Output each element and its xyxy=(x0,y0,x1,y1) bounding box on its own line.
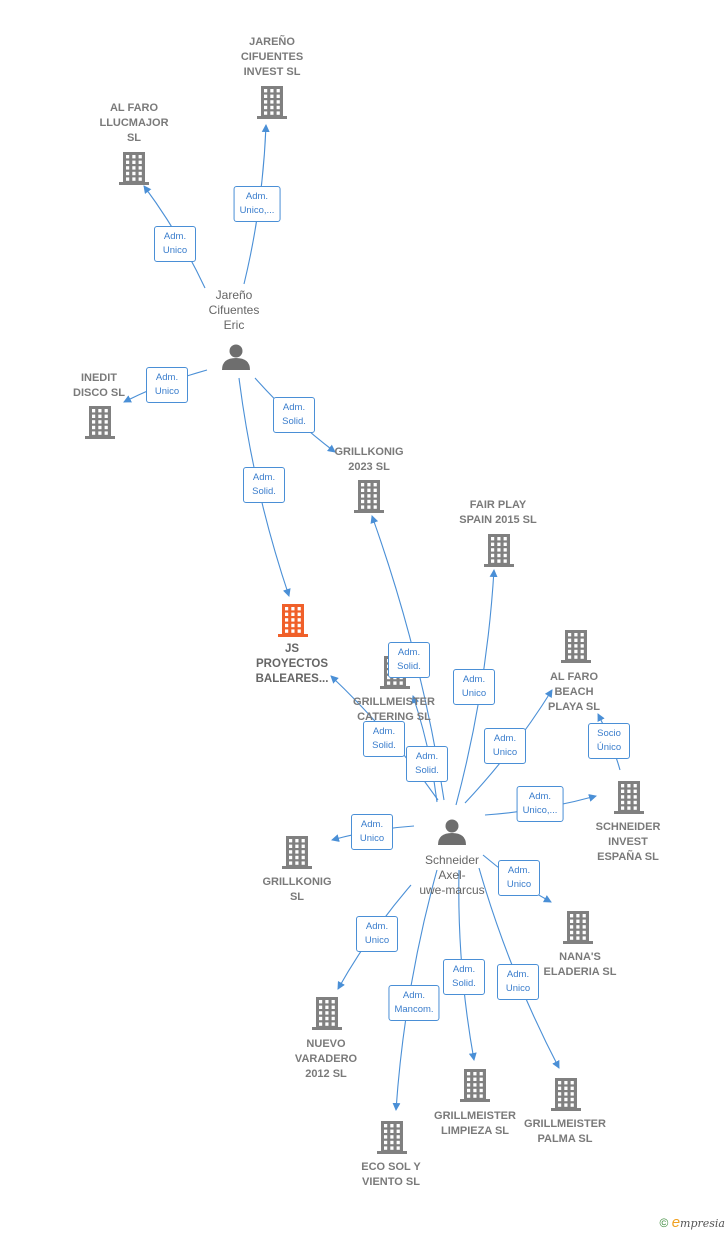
edge-label-schneider_axel-to-schneider_invest[interactable]: Adm. Unico,... xyxy=(516,786,564,822)
building-icon-grillkonig2023[interactable] xyxy=(354,480,384,513)
edge-label-schneider_axel-to-nuevo_varadero[interactable]: Adm. Unico xyxy=(356,916,398,952)
edge-label-jareno_eric-to-inedit[interactable]: Adm. Unico xyxy=(146,367,188,403)
building-icon-jareno_invest[interactable] xyxy=(257,86,287,119)
edge-label-schneider_axel-to-grill_catering[interactable]: Adm. Solid. xyxy=(406,746,448,782)
footer-brand: © empresia xyxy=(660,1214,726,1231)
node-label-nuevo_varadero[interactable]: NUEVO VARADERO 2012 SL xyxy=(294,1038,358,1080)
edge-label-schneider_axel-to-fairplay[interactable]: Adm. Unico xyxy=(453,669,495,705)
node-label-inedit[interactable]: INEDIT DISCO SL xyxy=(73,372,125,399)
building-icon-ecosol[interactable] xyxy=(377,1121,407,1154)
edge-label-schneider_axel-to-js_proyectos[interactable]: Adm. Solid. xyxy=(363,721,405,757)
brand-name: mpresia xyxy=(680,1217,725,1230)
building-icon-nuevo_varadero[interactable] xyxy=(312,997,342,1030)
edge-label-jareno_eric-to-alfaro_llucmajor[interactable]: Adm. Unico xyxy=(154,226,196,262)
edge-label-schneider_axel-to-grillkonig[interactable]: Adm. Unico xyxy=(351,814,393,850)
node-label-schneider_axel[interactable]: Schneider Axel- uwe-marcus xyxy=(419,853,485,897)
node-label-alfaro_beach[interactable]: AL FARO BEACH PLAYA SL xyxy=(548,671,600,713)
person-icon-schneider_axel[interactable] xyxy=(438,819,466,846)
building-icon-schneider_invest[interactable] xyxy=(614,781,644,814)
edge-label-jareno_eric-to-jareno_invest[interactable]: Adm. Unico,... xyxy=(233,186,281,222)
building-icon-nanas[interactable] xyxy=(563,911,593,944)
edge-label-schneider_axel-to-alfaro_beach[interactable]: Adm. Unico xyxy=(484,728,526,764)
node-label-jareno_eric[interactable]: Jareño Cifuentes Eric xyxy=(208,288,260,332)
building-icon-fairplay[interactable] xyxy=(484,534,514,567)
node-label-alfaro_llucmajor[interactable]: AL FARO LLUCMAJOR SL xyxy=(99,102,169,144)
building-icon-grillkonig[interactable] xyxy=(282,836,312,869)
building-icon-grill_limpieza[interactable] xyxy=(460,1069,490,1102)
person-icon-jareno_eric[interactable] xyxy=(222,344,250,371)
edge-label-schneider_axel-to-nanas[interactable]: Adm. Unico xyxy=(498,860,540,896)
node-label-fairplay[interactable]: FAIR PLAY SPAIN 2015 SL xyxy=(459,499,537,526)
node-label-grillkonig[interactable]: GRILLKONIG SL xyxy=(262,876,332,903)
node-label-js_proyectos[interactable]: JS PROYECTOS BALEARES... xyxy=(255,643,329,685)
node-label-grill_catering[interactable]: GRILLMEISTER CATERING SL xyxy=(353,696,435,723)
node-label-grill_limpieza[interactable]: GRILLMEISTER LIMPIEZA SL xyxy=(434,1110,516,1137)
edge-label-jareno_eric-to-grillkonig2023[interactable]: Adm. Solid. xyxy=(273,397,315,433)
building-icon-js_proyectos[interactable] xyxy=(278,604,308,637)
edge-label-jareno_eric-to-js_proyectos[interactable]: Adm. Solid. xyxy=(243,467,285,503)
icons-layer xyxy=(85,86,644,1154)
edge-label-schneider_axel-to-grill_palma[interactable]: Adm. Unico xyxy=(497,964,539,1000)
copyright-icon: © xyxy=(659,1216,669,1230)
node-label-grill_palma[interactable]: GRILLMEISTER PALMA SL xyxy=(524,1118,606,1145)
building-icon-inedit[interactable] xyxy=(85,406,115,439)
node-label-schneider_invest[interactable]: SCHNEIDER INVEST ESPAÑA SL xyxy=(595,821,661,863)
brand-initial: e xyxy=(671,1214,681,1231)
node-label-grillkonig2023[interactable]: GRILLKONIG 2023 SL xyxy=(334,446,404,473)
node-label-jareno_invest[interactable]: JAREÑO CIFUENTES INVEST SL xyxy=(240,36,304,78)
edge-label-schneider_axel-to-ecosol[interactable]: Adm. Mancom. xyxy=(388,985,440,1021)
node-label-nanas[interactable]: NANA'S ELADERIA SL xyxy=(543,951,617,978)
edge-label-schneider_invest-to-alfaro_beach[interactable]: Socio Único xyxy=(588,723,630,759)
building-icon-alfaro_llucmajor[interactable] xyxy=(119,152,149,185)
building-icon-grill_palma[interactable] xyxy=(551,1078,581,1111)
building-icon-alfaro_beach[interactable] xyxy=(561,630,591,663)
edge-label-schneider_axel-to-grill_limpieza[interactable]: Adm. Solid. xyxy=(443,959,485,995)
edge-label-schneider_axel-to-grillkonig2023[interactable]: Adm. Solid. xyxy=(388,642,430,678)
node-label-ecosol[interactable]: ECO SOL Y VIENTO SL xyxy=(361,1161,421,1188)
